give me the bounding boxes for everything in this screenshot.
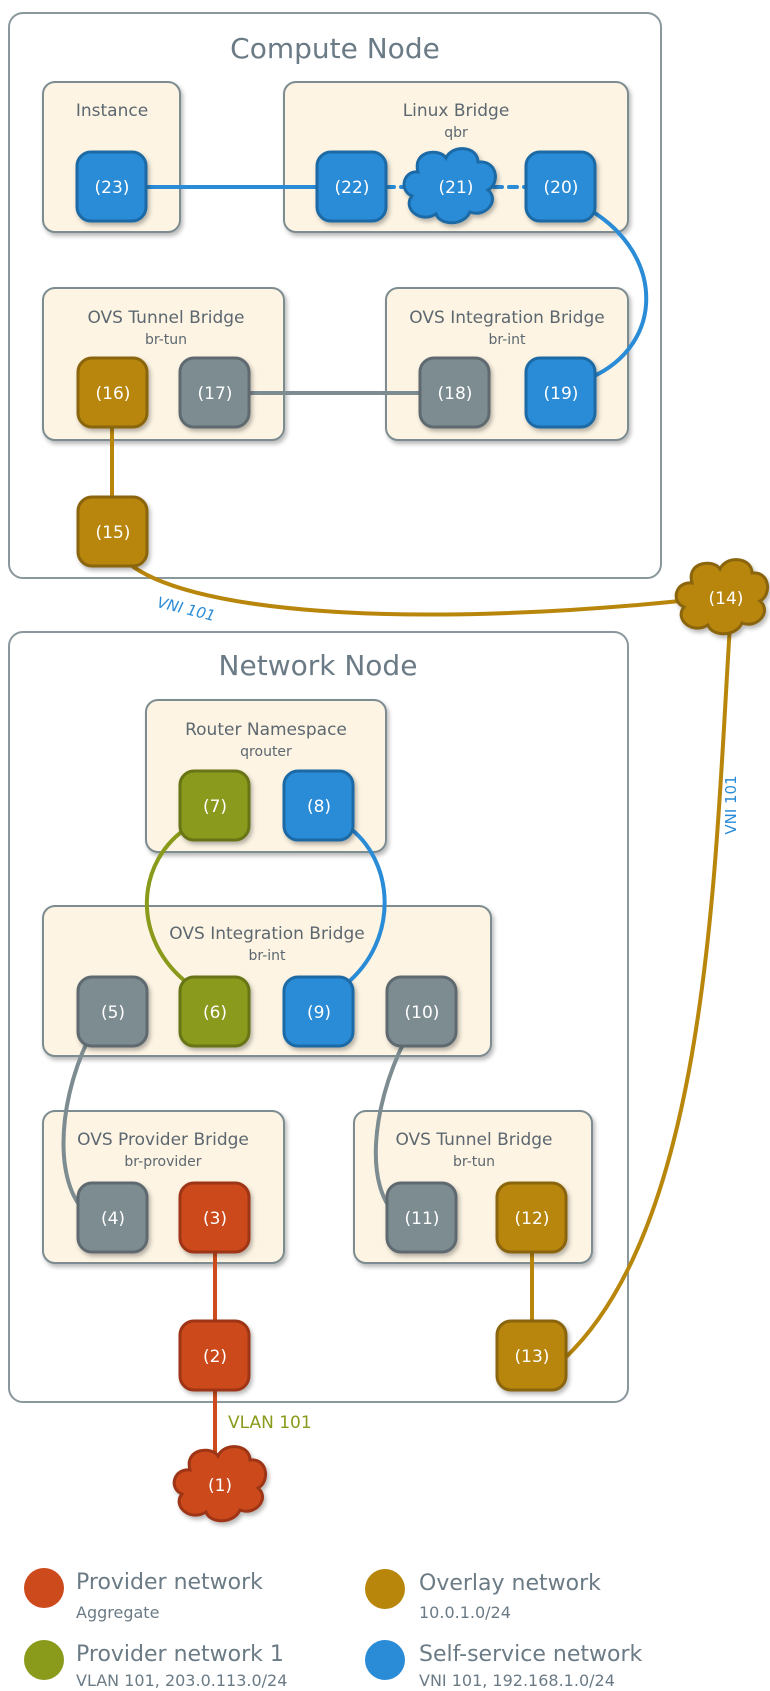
link-8-9 <box>343 824 387 987</box>
compute-ovs-tunnel-title: OVS Tunnel Bridge <box>87 308 244 328</box>
network-ovs-integration-sub: br-int <box>248 948 286 964</box>
legend-selfservice-sub: VNI 101, 192.168.1.0/24 <box>419 1671 615 1690</box>
port-11-label: (11) <box>405 1209 440 1229</box>
legend-overlay-title: Overlay network <box>419 1571 601 1596</box>
compute-ovs-tunnel-sub: br-tun <box>145 332 187 348</box>
ovs-provider-sub: br-provider <box>124 1154 201 1170</box>
port-23-label: (23) <box>95 178 130 198</box>
router-namespace-title: Router Namespace <box>185 720 347 740</box>
link-7-6 <box>144 824 192 987</box>
port-7-label: (7) <box>203 797 227 817</box>
legend-provider-swatch <box>24 1568 64 1608</box>
vni-label-right: VNI 101 <box>722 775 740 834</box>
link-15-14 <box>123 558 692 617</box>
legend-provider-title: Provider network <box>76 1570 263 1595</box>
network-node-title: Network Node <box>219 649 418 682</box>
cloud-21-label: (21) <box>439 178 474 198</box>
cloud-1[interactable] <box>172 1445 267 1523</box>
port-19[interactable] <box>524 356 597 429</box>
port-13[interactable] <box>495 1319 568 1392</box>
port-4[interactable] <box>76 1181 149 1254</box>
port-10-label: (10) <box>405 1003 440 1023</box>
port-9-label: (9) <box>307 1003 331 1023</box>
port-6[interactable] <box>178 975 251 1048</box>
port-19-label: (19) <box>544 384 579 404</box>
port-15-label: (15) <box>96 523 131 543</box>
port-17[interactable] <box>178 356 251 429</box>
port-12[interactable] <box>495 1181 568 1254</box>
legend-overlay-swatch <box>365 1569 405 1609</box>
port-20-label: (20) <box>544 178 579 198</box>
legend-overlay-sub: 10.0.1.0/24 <box>419 1603 511 1622</box>
link-20-19 <box>588 208 649 380</box>
port-8[interactable] <box>282 769 355 842</box>
port-6-label: (6) <box>203 1003 227 1023</box>
port-4-label: (4) <box>101 1209 125 1229</box>
cloud-14-label: (14) <box>709 589 744 609</box>
instance-title: Instance <box>76 101 148 121</box>
vni-label-compute: VNI 101 <box>155 593 217 625</box>
cloud-21[interactable] <box>402 147 497 225</box>
port-11[interactable] <box>385 1181 458 1254</box>
port-16[interactable] <box>76 356 149 429</box>
port-22[interactable] <box>315 150 388 223</box>
cloud-14[interactable] <box>674 558 769 636</box>
port-9[interactable] <box>282 975 355 1048</box>
compute-ovs-integration-sub: br-int <box>488 332 526 348</box>
network-ovs-tunnel-sub: br-tun <box>453 1154 495 1170</box>
legend: Provider network Aggregate Overlay netwo… <box>24 1568 642 1690</box>
port-8-label: (8) <box>307 797 331 817</box>
port-16-label: (16) <box>96 384 131 404</box>
port-3[interactable] <box>178 1181 251 1254</box>
ovs-provider-title: OVS Provider Bridge <box>77 1130 249 1150</box>
port-5[interactable] <box>76 975 149 1048</box>
port-5-label: (5) <box>101 1003 125 1023</box>
port-3-label: (3) <box>203 1209 227 1229</box>
legend-provider-sub: Aggregate <box>76 1603 159 1622</box>
legend-selfservice-title: Self-service network <box>419 1642 642 1667</box>
router-namespace-sub: qrouter <box>240 744 292 760</box>
port-20[interactable] <box>524 150 597 223</box>
linux-bridge-title: Linux Bridge <box>403 101 510 121</box>
port-13-label: (13) <box>515 1347 550 1367</box>
port-2[interactable] <box>178 1319 251 1392</box>
legend-selfservice-swatch <box>365 1640 405 1680</box>
cloud-1-label: (1) <box>208 1476 232 1496</box>
compute-ovs-integration-title: OVS Integration Bridge <box>409 308 604 328</box>
port-18[interactable] <box>418 356 491 429</box>
legend-provider1-title: Provider network 1 <box>76 1642 284 1667</box>
port-2-label: (2) <box>203 1347 227 1367</box>
network-ovs-tunnel-title: OVS Tunnel Bridge <box>395 1130 552 1150</box>
port-15[interactable] <box>76 495 149 568</box>
port-17-label: (17) <box>198 384 233 404</box>
link-14-13 <box>563 623 732 1360</box>
port-12-label: (12) <box>515 1209 550 1229</box>
network-ovs-integration-title: OVS Integration Bridge <box>169 924 364 944</box>
port-18-label: (18) <box>438 384 473 404</box>
legend-provider1-swatch <box>24 1640 64 1680</box>
vlan-label: VLAN 101 <box>228 1413 312 1433</box>
linux-bridge-sub: qbr <box>444 125 468 141</box>
port-7[interactable] <box>178 769 251 842</box>
port-23[interactable] <box>75 150 148 223</box>
port-22-label: (22) <box>335 178 370 198</box>
legend-provider1-sub: VLAN 101, 203.0.113.0/24 <box>76 1671 287 1690</box>
port-10[interactable] <box>385 975 458 1048</box>
compute-node-title: Compute Node <box>230 32 440 65</box>
